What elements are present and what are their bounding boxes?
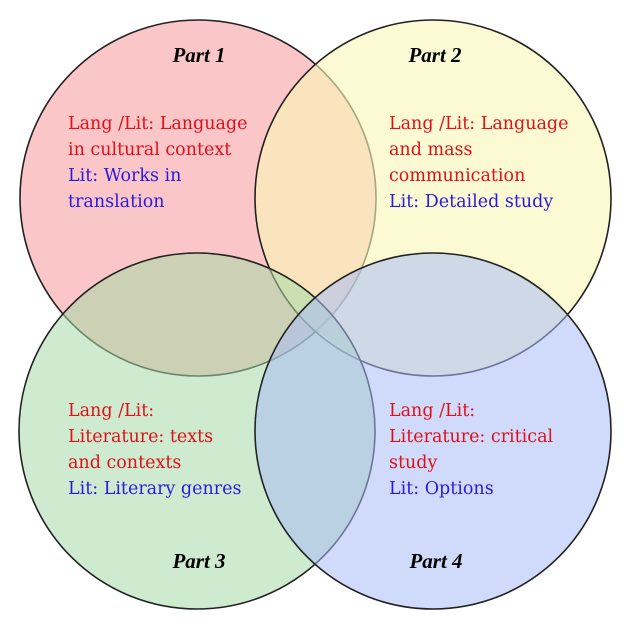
part-4-lang-line-2: Literature: critical — [389, 427, 554, 447]
part-1-lang-line-2: in cultural context — [68, 140, 231, 160]
part-1-lit-line-2: translation — [68, 192, 165, 212]
part-2-lit-line-1: Lit: Detailed study — [389, 192, 553, 212]
part-1-title: Part 1 — [171, 43, 225, 67]
part-3-lang-line-3: and contexts — [68, 453, 181, 473]
part-3-title: Part 3 — [171, 549, 225, 573]
part-4-group: Lang /Lit: Literature: critical study Li… — [389, 401, 554, 573]
part-2-lang-line-1: Lang /Lit: Language — [389, 114, 569, 134]
part-2-title: Part 2 — [407, 43, 462, 67]
part-4-lit-line-1: Lit: Options — [389, 479, 494, 499]
part-3-group: Lang /Lit: Literature: texts and context… — [68, 401, 241, 573]
part-2-group: Part 2 Lang /Lit: Language and mass comm… — [389, 43, 569, 212]
part-2-lang-line-2: and mass — [389, 140, 472, 160]
part-4-title: Part 4 — [408, 549, 462, 573]
part-4-lang-line-3: study — [389, 453, 437, 473]
part-3-lang-line-2: Literature: texts — [68, 427, 213, 447]
part-2-lang-line-3: communication — [389, 166, 525, 186]
part-1-lit-line-1: Lit: Works in — [68, 166, 181, 186]
part-1-lang-line-1: Lang /Lit: Language — [68, 114, 248, 134]
part-4-circle — [254, 252, 612, 610]
part-1-group: Part 1 Lang /Lit: Language in cultural c… — [68, 43, 248, 212]
part-3-lit-line-1: Lit: Literary genres — [68, 479, 241, 499]
part-4-lang-line-1: Lang /Lit: — [389, 401, 475, 421]
part-3-lang-line-1: Lang /Lit: — [68, 401, 154, 421]
